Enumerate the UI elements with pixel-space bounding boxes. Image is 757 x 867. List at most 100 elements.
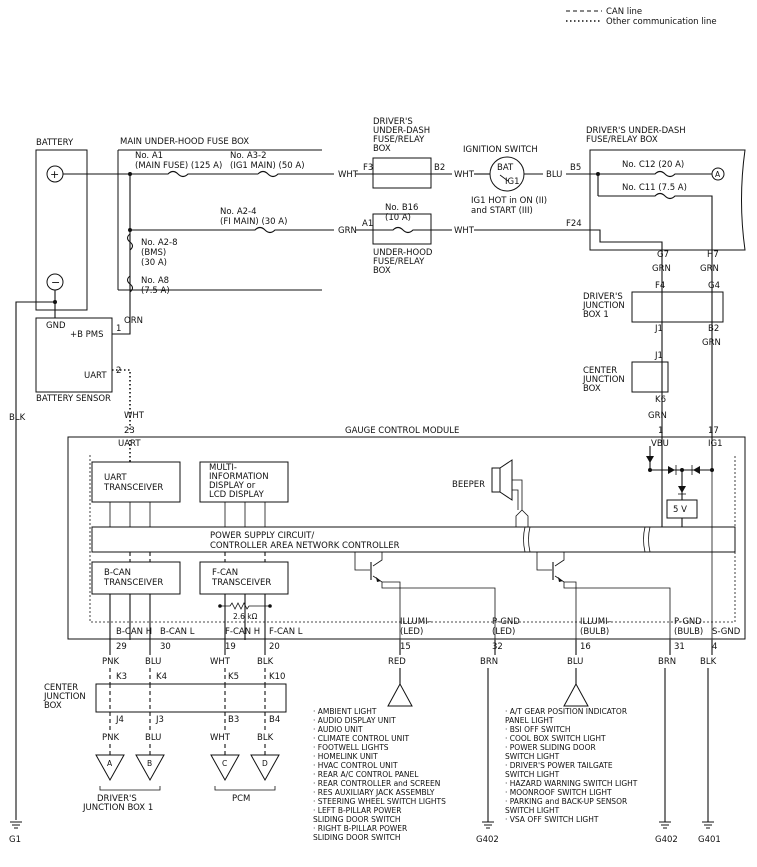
gcm-power_supply-1: CONTROLLER AREA NETWORK CONTROLLER bbox=[210, 541, 400, 551]
gcm-pins-5-label-1: (LED) bbox=[492, 627, 515, 637]
center_jb_bottom-bottom_pins-3: B4 bbox=[269, 715, 280, 725]
legend-other-line: Other communication line bbox=[606, 17, 717, 27]
path-element bbox=[126, 233, 134, 251]
rect-element bbox=[491, 467, 501, 493]
center_jb_bottom-top_pins-3: K10 bbox=[269, 672, 285, 682]
path-element bbox=[515, 509, 529, 527]
led_list-7: · REAR A/C CONTROL PANEL bbox=[313, 770, 419, 779]
rect-element bbox=[91, 461, 181, 503]
connector-a-triangle bbox=[95, 754, 125, 782]
gcm-pins-1-num: 30 bbox=[160, 642, 171, 652]
gcm-fcan-0: F-CAN bbox=[212, 568, 238, 578]
center_jb_bottom-bottom_pins-1: J3 bbox=[155, 715, 164, 725]
wire-blk-ground bbox=[15, 290, 56, 820]
led_list-1: · AUDIO DISPLAY UNIT bbox=[313, 716, 396, 725]
path-element bbox=[659, 821, 671, 829]
gcm-uart_transceiver-0: UART bbox=[104, 473, 127, 483]
battery-sensor-uart: UART bbox=[84, 371, 107, 381]
legend: CAN line Other communication line bbox=[566, 7, 717, 27]
dash_relay_box_left-title-2: FUSE/RELAY bbox=[373, 135, 425, 145]
circle-element bbox=[218, 604, 222, 608]
led_list-11: · LEFT B-PILLAR POWER bbox=[313, 806, 401, 815]
gcm-pins-8-num: 4 bbox=[712, 642, 717, 652]
led_list-14: SLIDING DOOR SWITCH bbox=[313, 833, 401, 842]
wire_colors-red: RED bbox=[388, 657, 406, 667]
dash_relay_box_left-title-3: BOX bbox=[373, 144, 391, 154]
gcm-pins-7-label-1: (BULB) bbox=[674, 627, 703, 637]
circle-element bbox=[268, 604, 272, 608]
gcm-pins-6-label-1: (BULB) bbox=[580, 627, 609, 637]
wire-color-wht-2: WHT bbox=[454, 170, 475, 180]
led_list-13: · RIGHT B-PILLAR POWER bbox=[313, 824, 407, 833]
wire-uart bbox=[112, 369, 131, 432]
path-element bbox=[589, 149, 746, 251]
connector-d-triangle bbox=[250, 754, 280, 782]
gcm-pins-5-label-0: P-GND bbox=[492, 617, 520, 627]
jb1-g4: G4 bbox=[708, 281, 720, 291]
path-element bbox=[99, 786, 161, 791]
path-element bbox=[257, 170, 334, 178]
path-element bbox=[598, 192, 713, 250]
connectors-d: D bbox=[262, 759, 268, 768]
battery-sensor-gnd: GND bbox=[46, 321, 66, 331]
gcm-pins-5-num: 32 bbox=[492, 642, 503, 652]
path-element bbox=[643, 526, 651, 553]
gcm-ig1: IG1 bbox=[708, 439, 723, 449]
gcm-pins-4-num: 15 bbox=[400, 642, 411, 652]
fuse-a28-label: No. A2-8 bbox=[141, 238, 178, 248]
ignition_switch-note-1: and START (III) bbox=[471, 206, 533, 216]
path-element bbox=[220, 602, 270, 610]
wire_colors-blu: BLU bbox=[145, 733, 161, 743]
gcm-pins-0-num: 29 bbox=[116, 642, 127, 652]
dash_relay_box_right-title-0: DRIVER'S UNDER-DASH bbox=[586, 126, 686, 136]
led_list-9: · RES AUXILIARY JACK ASSEMBLY bbox=[313, 788, 435, 797]
battery-sensor: GND +B PMS UART BATTERY SENSOR 1 2 bbox=[35, 317, 121, 404]
center_jb_bottom-title-0: CENTER bbox=[44, 683, 78, 693]
gcm-pins-3-label: F-CAN L bbox=[269, 627, 303, 637]
connector-c-triangle bbox=[210, 754, 240, 782]
dash_relay_box_left-b2: B2 bbox=[434, 163, 445, 173]
dash_relay_box_right-c11: No. C11 (7.5 A) bbox=[622, 183, 687, 193]
battery-title: BATTERY bbox=[36, 138, 74, 148]
connectors-b: B bbox=[147, 759, 152, 768]
led_list-3: · CLIMATE CONTROL UNIT bbox=[313, 734, 409, 743]
path-element bbox=[10, 821, 22, 829]
center_jb_bottom-top_pins-1: K4 bbox=[156, 672, 167, 682]
gcm-pin1: 1 bbox=[658, 426, 663, 436]
dash_relay_box_right-title-1: FUSE/RELAY BOX bbox=[586, 135, 658, 145]
gcm-pin17: 17 bbox=[708, 426, 719, 436]
connectors: A B C D DRIVER'S JUNCTION BOX 1 PCM bbox=[82, 754, 280, 813]
path-element bbox=[381, 582, 496, 640]
center_jb_bottom-bottom_pins-0: J4 bbox=[115, 715, 124, 725]
wire-color-wht-uart: WHT bbox=[124, 411, 145, 421]
center_jb_top-title-2: BOX bbox=[583, 384, 601, 394]
gcm-pin23: 23 bbox=[124, 426, 135, 436]
fuse-a1-label: No. A1 bbox=[135, 151, 163, 161]
dash_relay_box_left-f3: F3 bbox=[363, 163, 373, 173]
gcm-pins-7-num: 31 bbox=[674, 642, 685, 652]
gcm-pins-2-label: F-CAN H bbox=[225, 627, 260, 637]
underhood_relay_box-title-1: FUSE/RELAY bbox=[373, 257, 425, 267]
wire-color-blk: BLK bbox=[9, 413, 26, 423]
circle-element bbox=[128, 228, 132, 232]
gcm-pins-6-num: 16 bbox=[580, 642, 591, 652]
gcm-mid-3: LCD DISPLAY bbox=[209, 490, 265, 500]
path-element bbox=[130, 226, 334, 234]
center_jb_top-title-1: JUNCTION bbox=[582, 375, 625, 385]
junction-box-1: DRIVER'S JUNCTION BOX 1 F4 G4 J1 B2 bbox=[582, 281, 724, 334]
center_jb_bottom-bottom_pins-2: B3 bbox=[228, 715, 239, 725]
rect-element bbox=[631, 361, 669, 393]
bulb_list-10: · PARKING and BACK-UP SENSOR bbox=[505, 797, 627, 806]
led_list-8: · REAR CONTROLLER and SCREEN bbox=[313, 779, 440, 788]
rect-element bbox=[35, 317, 113, 393]
path-element bbox=[558, 577, 563, 582]
bulb_list-2: · BSI OFF SWITCH bbox=[505, 725, 570, 734]
legend-can-line: CAN line bbox=[606, 7, 642, 17]
path-element bbox=[512, 489, 519, 510]
ignition-switch: IGNITION SWITCH BAT IG1 IG1 HOT in ON (I… bbox=[463, 145, 547, 216]
wire-color-blu-1: BLU bbox=[546, 170, 562, 180]
rect-element bbox=[199, 561, 289, 595]
dash_relay_box_right-g7: G7 bbox=[657, 250, 669, 260]
rect-element bbox=[67, 436, 746, 640]
